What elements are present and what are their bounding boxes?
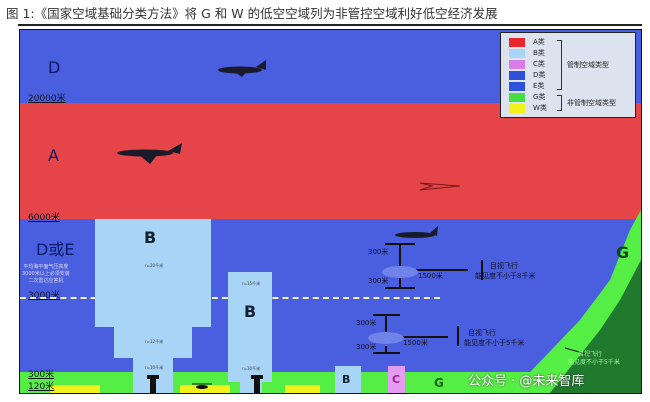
- b-zone-large-mid: [114, 326, 192, 358]
- b-zone-large: [95, 219, 211, 327]
- b-label: B: [244, 302, 257, 321]
- radius-label: r=10千米: [145, 365, 164, 370]
- airspace-diagram: D A D或E 20000米 6000米 3000米 300米 120米 平均海…: [19, 29, 642, 394]
- legend-item-g: G类: [509, 92, 545, 102]
- cloud-icon: [368, 332, 404, 344]
- legend-bracket: [557, 40, 562, 90]
- b-zone-small: [335, 366, 361, 393]
- vfr-visibility: 能见度不小于5千米: [464, 339, 525, 347]
- c-label: C: [392, 373, 401, 386]
- radius-label: r=12千米: [145, 339, 164, 344]
- g-slope-label: G: [616, 243, 630, 262]
- b-label: B: [342, 373, 351, 386]
- airliner-icon: [395, 226, 438, 238]
- legend-swatch: [509, 103, 525, 113]
- watermark: 公众号 · @未来智库: [468, 374, 585, 389]
- zone-de-label: D或E: [36, 240, 75, 259]
- legend-swatch: [509, 37, 525, 47]
- figure-title: 图 1:《国家空域基础分类方法》将 G 和 W 的低空空域列为非管控空域利好低空…: [6, 6, 498, 21]
- c-zone: [388, 366, 405, 393]
- airplane-icon: [218, 60, 266, 77]
- w-area: [180, 385, 230, 393]
- vfr-up-label: 300米: [368, 248, 389, 256]
- terrain-and-icons: [117, 60, 641, 393]
- fighter-jet-icon: [419, 182, 461, 191]
- altitude-3000: 3000米: [28, 291, 60, 301]
- legend-swatch: [509, 70, 525, 80]
- b-zone-medium: [228, 272, 272, 382]
- vfr-visibility: 能见度不小于8千米: [475, 272, 536, 280]
- radius-label: r=20千米: [145, 263, 164, 268]
- legend-item-w: W类: [509, 103, 547, 113]
- w-area: [50, 385, 100, 393]
- transponder-note: 平均海平面气压高度 3000米以上必须安装 二次雷达应答机: [22, 264, 70, 284]
- legend-item-d: D类: [509, 70, 545, 80]
- slope-note: 能见度不小于5千米: [568, 359, 620, 366]
- altitude-120: 120米: [28, 382, 55, 392]
- legend-swatch: [509, 92, 525, 102]
- altitude-300: 300米: [28, 370, 55, 380]
- vfr-up-label: 300米: [356, 319, 377, 327]
- altitude-20000: 20000米: [28, 94, 66, 104]
- zone-g-band: [20, 372, 641, 393]
- slope-note: 目视飞行: [578, 351, 603, 358]
- b-label: B: [144, 228, 157, 247]
- vfr-down-label: 300米: [356, 343, 377, 351]
- legend-swatch: [509, 81, 525, 91]
- legend-swatch: [509, 48, 525, 58]
- control-tower-icon: [147, 375, 159, 393]
- vfr-text: 目视飞行: [490, 262, 518, 270]
- legend-item-a: A类: [509, 37, 545, 47]
- pointer-arrow: [564, 347, 591, 356]
- vfr-dist-label: 1500米: [418, 272, 443, 280]
- title-rule: [18, 24, 642, 26]
- legend-uncontrolled: 非管制空域类型: [567, 99, 616, 107]
- legend: A类 B类 C类 D类 E类 G类 W类 管制空域类型 非管制空域类型: [500, 32, 636, 118]
- g-ground-label: G: [434, 376, 444, 390]
- vfr-dist-label: 1500米: [403, 339, 428, 347]
- control-tower-icon: [251, 375, 263, 393]
- g-slope-dark: [550, 260, 641, 393]
- airliner-icon: [117, 143, 182, 164]
- w-area: [285, 385, 320, 393]
- vfr-down-label: 300米: [368, 277, 389, 285]
- radius-label: r=10千米: [242, 366, 261, 371]
- zone-a-band: [20, 103, 641, 219]
- cloud-icon: [382, 266, 418, 278]
- legend-item-b: B类: [509, 48, 545, 58]
- altitude-6000: 6000米: [28, 213, 60, 223]
- legend-item-e: E类: [509, 81, 544, 91]
- legend-controlled: 管制空域类型: [567, 61, 609, 69]
- vfr-text: 目视飞行: [468, 329, 496, 337]
- zone-a-label: A: [48, 146, 59, 165]
- vfr-separation-upper: [385, 243, 483, 289]
- radius-label: r=15千米: [242, 281, 261, 286]
- legend-bracket: [557, 95, 562, 111]
- legend-swatch: [509, 59, 525, 69]
- zone-d-label: D: [48, 58, 61, 77]
- helicopter-icon: [192, 383, 212, 389]
- legend-item-c: C类: [509, 59, 545, 69]
- vfr-separation-lower: [373, 314, 459, 354]
